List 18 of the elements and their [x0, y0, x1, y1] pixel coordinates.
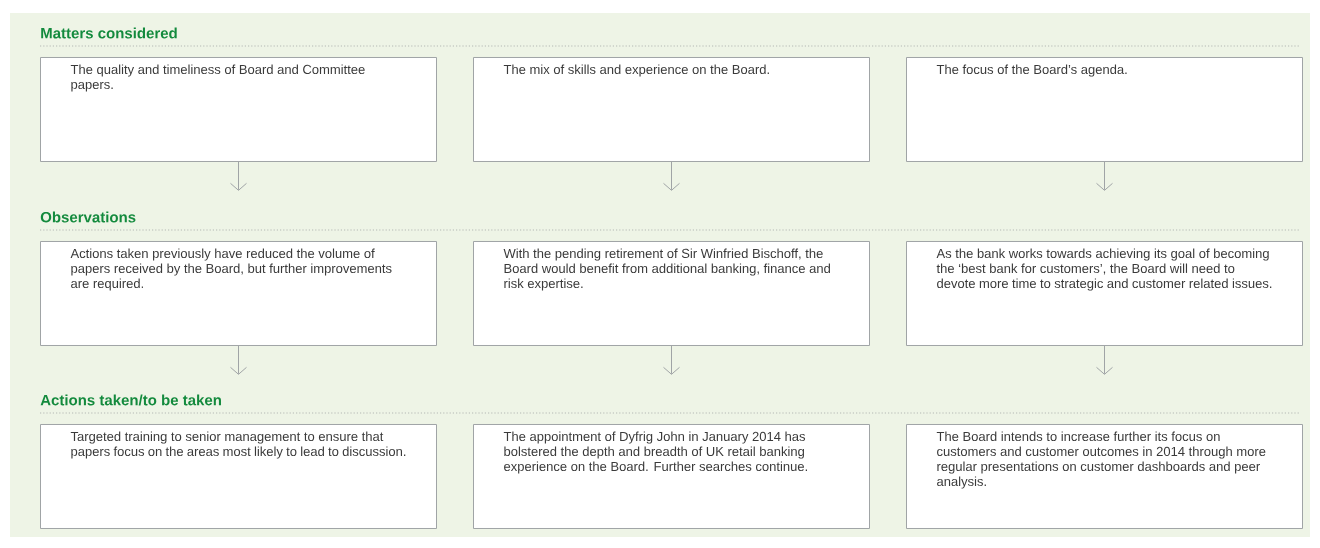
text-box: As the bank works towards achieving its goal of becoming the ‘best bank for customers’, the Board will need to devote more time to strategic and customer related issues. — [906, 241, 1303, 346]
text-box: The mix of skills and experience on the Board. — [473, 57, 870, 162]
arrow — [663, 161, 680, 191]
section-heading: Matters considered — [41, 27, 177, 39]
text-box: Actions taken previously have reduced the volume of papers received by the Board, but further improvements are required. — [40, 241, 437, 346]
text-box: The appointment of Dyfrig John in January 2014 has bolstered the depth and breadth of UK retail banking experience on the Board. Further searches continue. — [473, 424, 870, 529]
arrow — [230, 345, 247, 375]
arrow — [1096, 161, 1113, 191]
text-box: The quality and timeliness of Board and Committee papers. — [40, 57, 437, 162]
arrow — [663, 345, 680, 375]
section-heading: Actions taken/to be taken — [40, 394, 221, 406]
text-box: The focus of the Board’s agenda. — [906, 57, 1303, 162]
text-box: The Board intends to increase further its focus on customers and customer outcomes in 2014 through more regular presentations on customer dashboards and peer analysis. — [906, 424, 1303, 529]
text-box: Targeted training to senior management to ensure that papers focus on the areas most likely to lead to discussion. — [40, 424, 437, 529]
text-box: With the pending retirement of Sir Winfried Bischoff, the Board would benefit from additional banking, finance and risk expertise. — [473, 241, 870, 346]
arrow — [1096, 345, 1113, 375]
section-heading: Observations — [40, 211, 136, 223]
arrow — [230, 161, 247, 191]
